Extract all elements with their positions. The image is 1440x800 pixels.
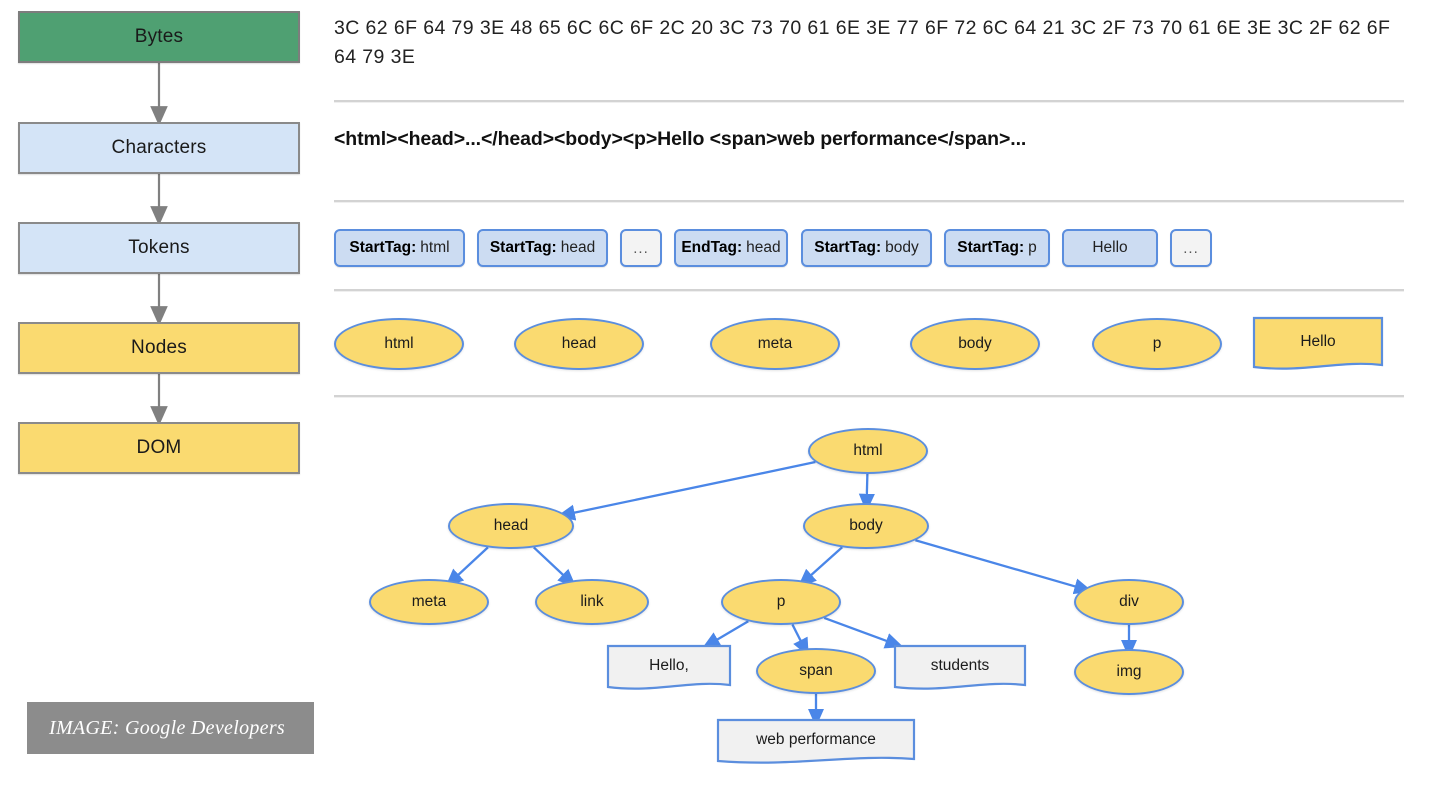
- tree-edge-p-stud: [823, 616, 904, 649]
- node-label: meta: [757, 335, 793, 352]
- pipeline-step-characters[interactable]: Characters: [18, 122, 300, 174]
- image-credit-label: IMAGE: Google Developers: [49, 716, 286, 739]
- tree-edge-body-p: [797, 546, 843, 587]
- dom-node-label: img: [1116, 663, 1142, 680]
- dom-node-label: meta: [411, 593, 447, 610]
- tree-edge-body-div: [915, 539, 1093, 595]
- dom-node-label: p: [776, 593, 786, 610]
- token-value: html: [420, 239, 450, 256]
- token-chip[interactable]: StartTag:p: [944, 229, 1050, 267]
- token-chip[interactable]: ...: [1170, 229, 1212, 267]
- tree-edge-html-head: [556, 460, 816, 521]
- tree-edge-head-meta: [445, 546, 489, 587]
- divider-4: [334, 395, 1404, 397]
- divider-3: [334, 289, 1404, 291]
- dom-node-label: Hello,: [649, 657, 689, 674]
- token-kind: StartTag:: [957, 239, 1025, 256]
- dom-node-div[interactable]: div: [1074, 579, 1184, 625]
- pipeline-step-label: DOM: [136, 437, 182, 458]
- token-value: body: [885, 239, 919, 256]
- dom-node-label: head: [493, 517, 529, 534]
- dom-node-label: students: [930, 657, 990, 674]
- token-value: ...: [1183, 239, 1199, 257]
- node-ellipse[interactable]: body: [910, 318, 1040, 370]
- token-kind: StartTag:: [349, 239, 417, 256]
- node-ellipse[interactable]: meta: [710, 318, 840, 370]
- token-chip[interactable]: StartTag:body: [801, 229, 932, 267]
- dom-node-label: link: [580, 593, 604, 610]
- node-label: html: [384, 335, 414, 352]
- dom-tree-edges: [445, 460, 1138, 728]
- token-value: ...: [633, 239, 649, 257]
- dom-node-p[interactable]: p: [721, 579, 841, 625]
- token-chip[interactable]: StartTag:head: [477, 229, 608, 267]
- dom-node-head[interactable]: head: [448, 503, 574, 549]
- tree-edge-p-hello: [701, 620, 749, 649]
- dom-text-node-webp[interactable]: web performance: [716, 718, 916, 766]
- pipeline-column: Bytes Characters Tokens Nodes DOM: [0, 0, 320, 500]
- token-chip[interactable]: Hello: [1062, 229, 1158, 267]
- token-value: p: [1028, 239, 1037, 256]
- dom-node-link[interactable]: link: [535, 579, 649, 625]
- tree-edge-p-span: [791, 624, 809, 657]
- pipeline-step-label: Nodes: [131, 337, 187, 358]
- pipeline-step-bytes[interactable]: Bytes: [18, 11, 300, 63]
- dom-node-meta[interactable]: meta: [369, 579, 489, 625]
- token-value: Hello: [1092, 239, 1128, 256]
- token-kind: StartTag:: [489, 239, 557, 256]
- pipeline-step-label: Tokens: [128, 237, 190, 258]
- image-credit: IMAGE: Google Developers: [27, 702, 314, 754]
- node-ellipse[interactable]: p: [1092, 318, 1222, 370]
- dom-text-node-hello[interactable]: Hello,: [606, 644, 732, 692]
- dom-node-label: div: [1119, 593, 1139, 610]
- node-label: body: [958, 335, 992, 352]
- dom-node-label: html: [853, 442, 883, 459]
- pipeline-step-label: Bytes: [134, 26, 184, 47]
- token-chip[interactable]: ...: [620, 229, 662, 267]
- token-value: head: [560, 239, 596, 256]
- node-label: Hello: [1300, 333, 1336, 350]
- token-chip[interactable]: StartTag:html: [334, 229, 465, 267]
- token-value: head: [746, 239, 781, 256]
- token-kind: EndTag:: [681, 239, 743, 256]
- dom-text-node-stud[interactable]: students: [893, 644, 1027, 692]
- dom-node-body[interactable]: body: [803, 503, 929, 549]
- divider-1: [334, 100, 1404, 102]
- dom-node-img[interactable]: img: [1074, 649, 1184, 695]
- token-chip[interactable]: EndTag:head: [674, 229, 788, 267]
- pipeline-step-nodes[interactable]: Nodes: [18, 322, 300, 374]
- text-node-box[interactable]: Hello: [1252, 316, 1384, 372]
- dom-node-html[interactable]: html: [808, 428, 928, 474]
- tree-edge-head-link: [533, 546, 577, 588]
- pipeline-step-label: Characters: [111, 137, 207, 158]
- bytes-hex-text: 3C 62 6F 64 79 3E 48 65 6C 6C 6F 2C 20 3…: [334, 17, 1391, 68]
- node-ellipse[interactable]: head: [514, 318, 644, 370]
- node-label: p: [1152, 335, 1162, 352]
- dom-node-span[interactable]: span: [756, 648, 876, 694]
- pipeline-step-tokens[interactable]: Tokens: [18, 222, 300, 274]
- divider-2: [334, 200, 1404, 202]
- stages-column: 3C 62 6F 64 79 3E 48 65 6C 6C 6F 2C 20 3…: [332, 0, 1422, 800]
- node-ellipse[interactable]: html: [334, 318, 464, 370]
- token-kind: StartTag:: [814, 239, 882, 256]
- dom-node-label: span: [799, 662, 833, 679]
- tree-edge-html-body: [858, 473, 875, 513]
- characters-text: <html><head>...</head><body><p>Hello <sp…: [334, 128, 1027, 150]
- dom-node-label: web performance: [756, 731, 876, 748]
- dom-node-label: body: [849, 517, 883, 534]
- pipeline-step-dom[interactable]: DOM: [18, 422, 300, 474]
- node-label: head: [561, 335, 597, 352]
